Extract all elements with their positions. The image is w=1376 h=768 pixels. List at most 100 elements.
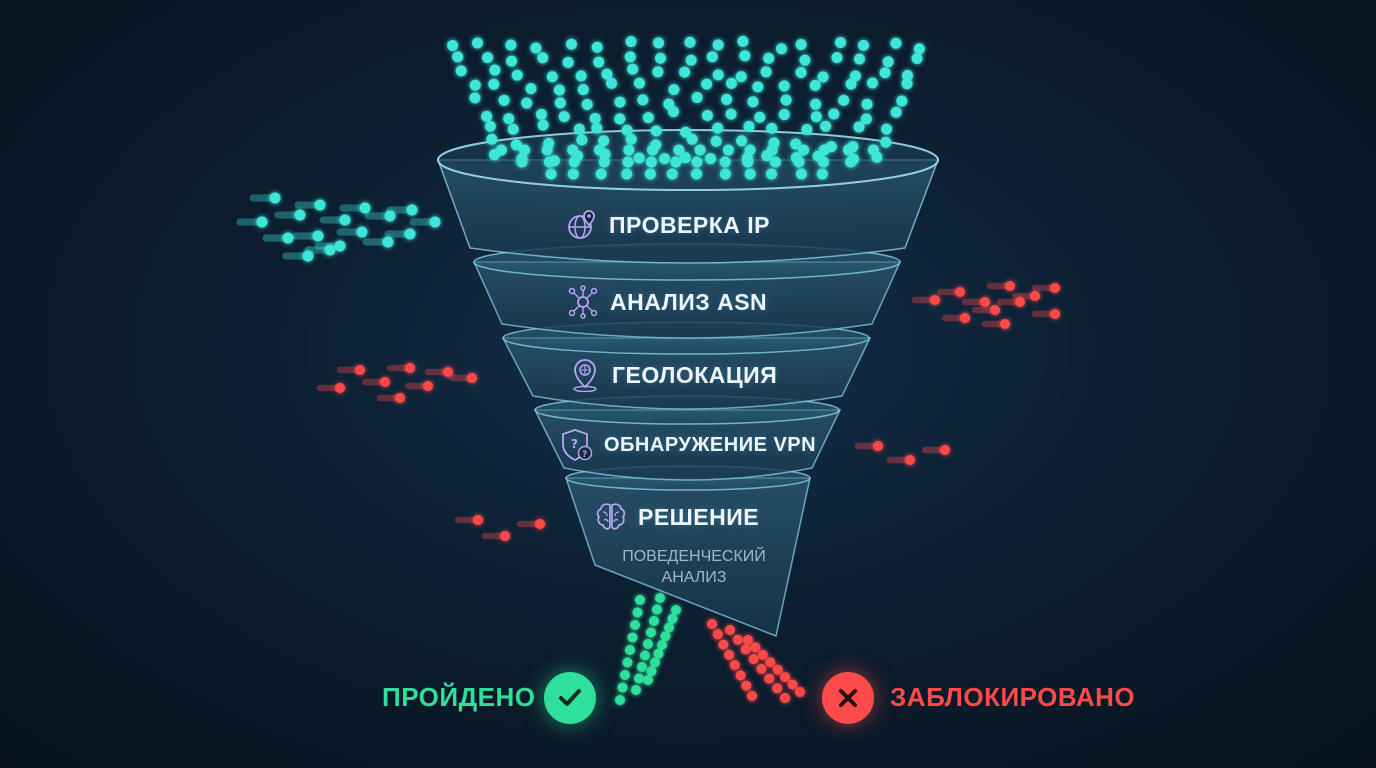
svg-text:?: ? — [582, 450, 588, 460]
traffic-dot — [647, 144, 659, 156]
rejected-dot — [873, 441, 883, 451]
passed-label: ПРОЙДЕНО — [382, 682, 536, 712]
passed-dot — [652, 604, 662, 615]
traffic-dot — [621, 124, 633, 136]
traffic-dot — [845, 78, 857, 90]
traffic-dot — [481, 110, 493, 122]
blocked-dot — [707, 619, 717, 629]
traffic-dot — [652, 66, 664, 78]
traffic-dot — [705, 153, 717, 165]
traffic-dot — [901, 78, 913, 90]
traffic-dot — [455, 65, 467, 77]
rejected-dot — [405, 363, 415, 373]
traffic-dot — [701, 78, 713, 90]
traffic-dot — [568, 156, 580, 168]
traffic-dot — [890, 106, 902, 118]
traffic-dot — [879, 67, 891, 79]
side-traffic-dot — [334, 240, 346, 252]
traffic-dot — [624, 51, 636, 63]
rejected-dot — [535, 519, 545, 529]
side-traffic-dot — [359, 202, 371, 214]
traffic-dot — [896, 95, 908, 107]
traffic-dot — [860, 113, 872, 125]
traffic-dot — [853, 53, 865, 65]
rejected-traffic-dots — [316, 281, 1060, 541]
side-traffic-dot — [314, 199, 326, 211]
shield-question-icon: ? ? — [562, 429, 593, 462]
traffic-dot — [581, 98, 593, 110]
passed-dot — [622, 657, 633, 668]
traffic-dot — [735, 71, 747, 83]
blocked-dot — [729, 660, 740, 671]
traffic-dot — [739, 50, 751, 62]
passed-dot — [667, 613, 678, 624]
rejected-dot — [423, 381, 433, 391]
blocked-dot — [795, 687, 805, 697]
traffic-dot — [691, 156, 703, 168]
traffic-dot — [712, 122, 724, 134]
rejected-dot — [990, 305, 1000, 315]
passed-dot — [620, 670, 630, 680]
blocked-dot — [772, 683, 783, 694]
traffic-dot — [744, 168, 756, 180]
side-traffic-dot — [324, 244, 336, 256]
traffic-dot — [645, 156, 657, 168]
traffic-dot — [776, 43, 788, 55]
traffic-dot — [593, 56, 605, 68]
traffic-dot — [621, 168, 633, 180]
side-traffic-dot — [382, 236, 394, 248]
traffic-dot — [818, 144, 830, 156]
traffic-dot — [902, 69, 914, 81]
traffic-dot — [680, 126, 692, 138]
traffic-dot — [503, 113, 515, 125]
stage-label-decision: РЕШЕНИЕ — [638, 503, 760, 530]
traffic-dot — [498, 94, 510, 106]
traffic-dot — [867, 144, 879, 156]
passed-dot — [637, 662, 647, 672]
passed-dot — [646, 627, 656, 638]
blocked-dot — [740, 644, 751, 655]
blocked-dot — [765, 657, 776, 668]
output-streams — [615, 593, 805, 705]
traffic-dot — [685, 54, 697, 66]
side-traffic-dot — [384, 210, 396, 222]
traffic-dot — [795, 39, 807, 51]
blocked-dot — [712, 629, 723, 640]
blocked-dot — [735, 670, 746, 681]
stage-asn: АНАЛИЗ ASN — [566, 285, 767, 319]
traffic-dot — [614, 96, 626, 108]
traffic-dot — [817, 71, 829, 83]
traffic-dot — [668, 106, 680, 118]
traffic-dot — [553, 84, 565, 96]
traffic-dot — [670, 156, 682, 168]
blocked-dot — [747, 691, 757, 701]
traffic-dot — [831, 52, 843, 64]
rejected-dot — [473, 515, 483, 525]
traffic-dot — [598, 135, 610, 147]
traffic-dot — [591, 41, 603, 53]
traffic-dot — [452, 51, 464, 63]
traffic-dot — [710, 135, 722, 147]
passed-dot — [643, 675, 653, 685]
passed-dot — [650, 657, 660, 668]
stage-label-geo: ГЕОЛОКАЦИЯ — [612, 361, 778, 388]
side-traffic-dot — [404, 228, 416, 240]
traffic-dot — [799, 54, 811, 66]
traffic-dot — [558, 111, 570, 123]
traffic-dot — [810, 111, 822, 123]
traffic-dot — [573, 123, 585, 135]
traffic-dot — [816, 168, 828, 180]
side-traffic-dot — [269, 192, 281, 204]
traffic-dot — [691, 92, 703, 104]
traffic-dot — [752, 81, 764, 93]
traffic-dot — [511, 69, 523, 81]
traffic-dot — [913, 43, 925, 55]
side-traffic-dot — [294, 209, 306, 221]
rejected-dot — [930, 295, 940, 305]
traffic-dot — [793, 156, 805, 168]
passed-dot — [631, 685, 641, 695]
traffic-dot — [506, 55, 518, 67]
traffic-dot — [510, 139, 522, 151]
traffic-dot — [778, 80, 790, 92]
blocked-dot — [741, 680, 752, 691]
